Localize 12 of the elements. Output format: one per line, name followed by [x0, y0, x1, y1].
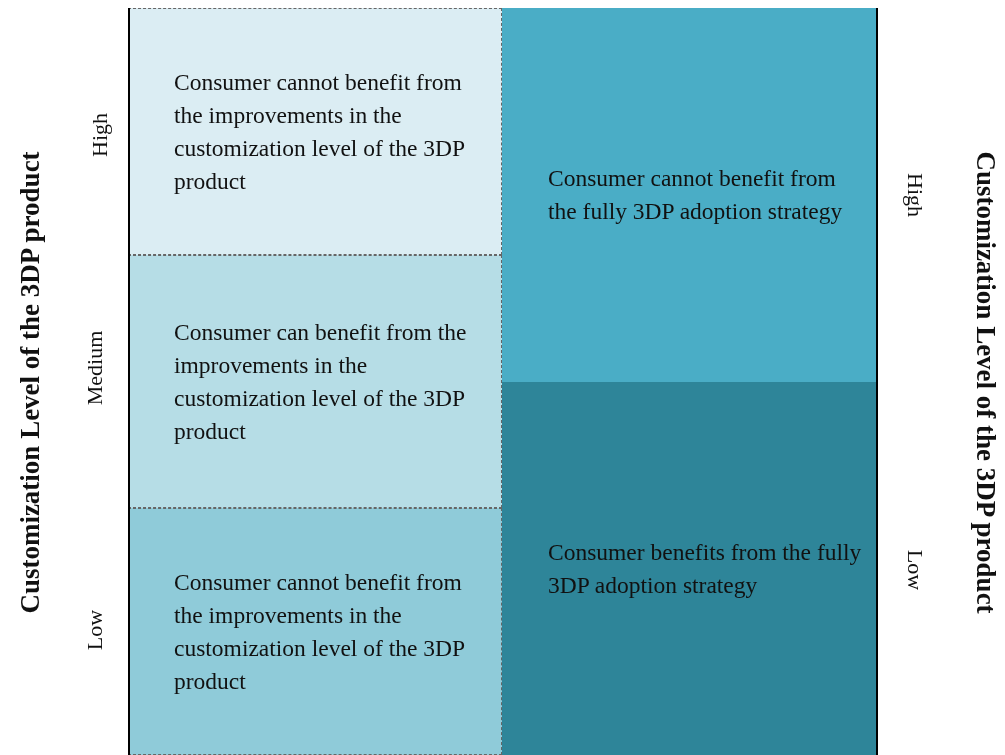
axis-title: Customization Level of the 3DP product — [14, 150, 46, 614]
axis-tick-label: Low — [902, 549, 929, 591]
matrix-cell: Consumer cannot benefit from the fully 3DP adoption strategy — [502, 8, 877, 382]
matrix-cell: Consumer benefits from the fully 3DP adoption strategy — [502, 382, 877, 755]
axis-title: Customization Level of the 3DP product — [969, 150, 1001, 614]
axis-tick-label: Medium — [81, 330, 108, 406]
matrix-cell: Consumer can benefit from the improvements in the customization level of the 3DP product — [128, 255, 502, 508]
matrix-cell: Consumer cannot benefit from the improvements in the customization level of the 3DP product — [128, 508, 502, 755]
matrix-cell: Consumer cannot benefit from the improvements in the customization level of the 3DP product — [128, 8, 502, 255]
axis-tick-label: Low — [82, 609, 109, 651]
axis-tick-label: High — [87, 113, 113, 157]
axis-tick-label: High — [902, 173, 928, 217]
